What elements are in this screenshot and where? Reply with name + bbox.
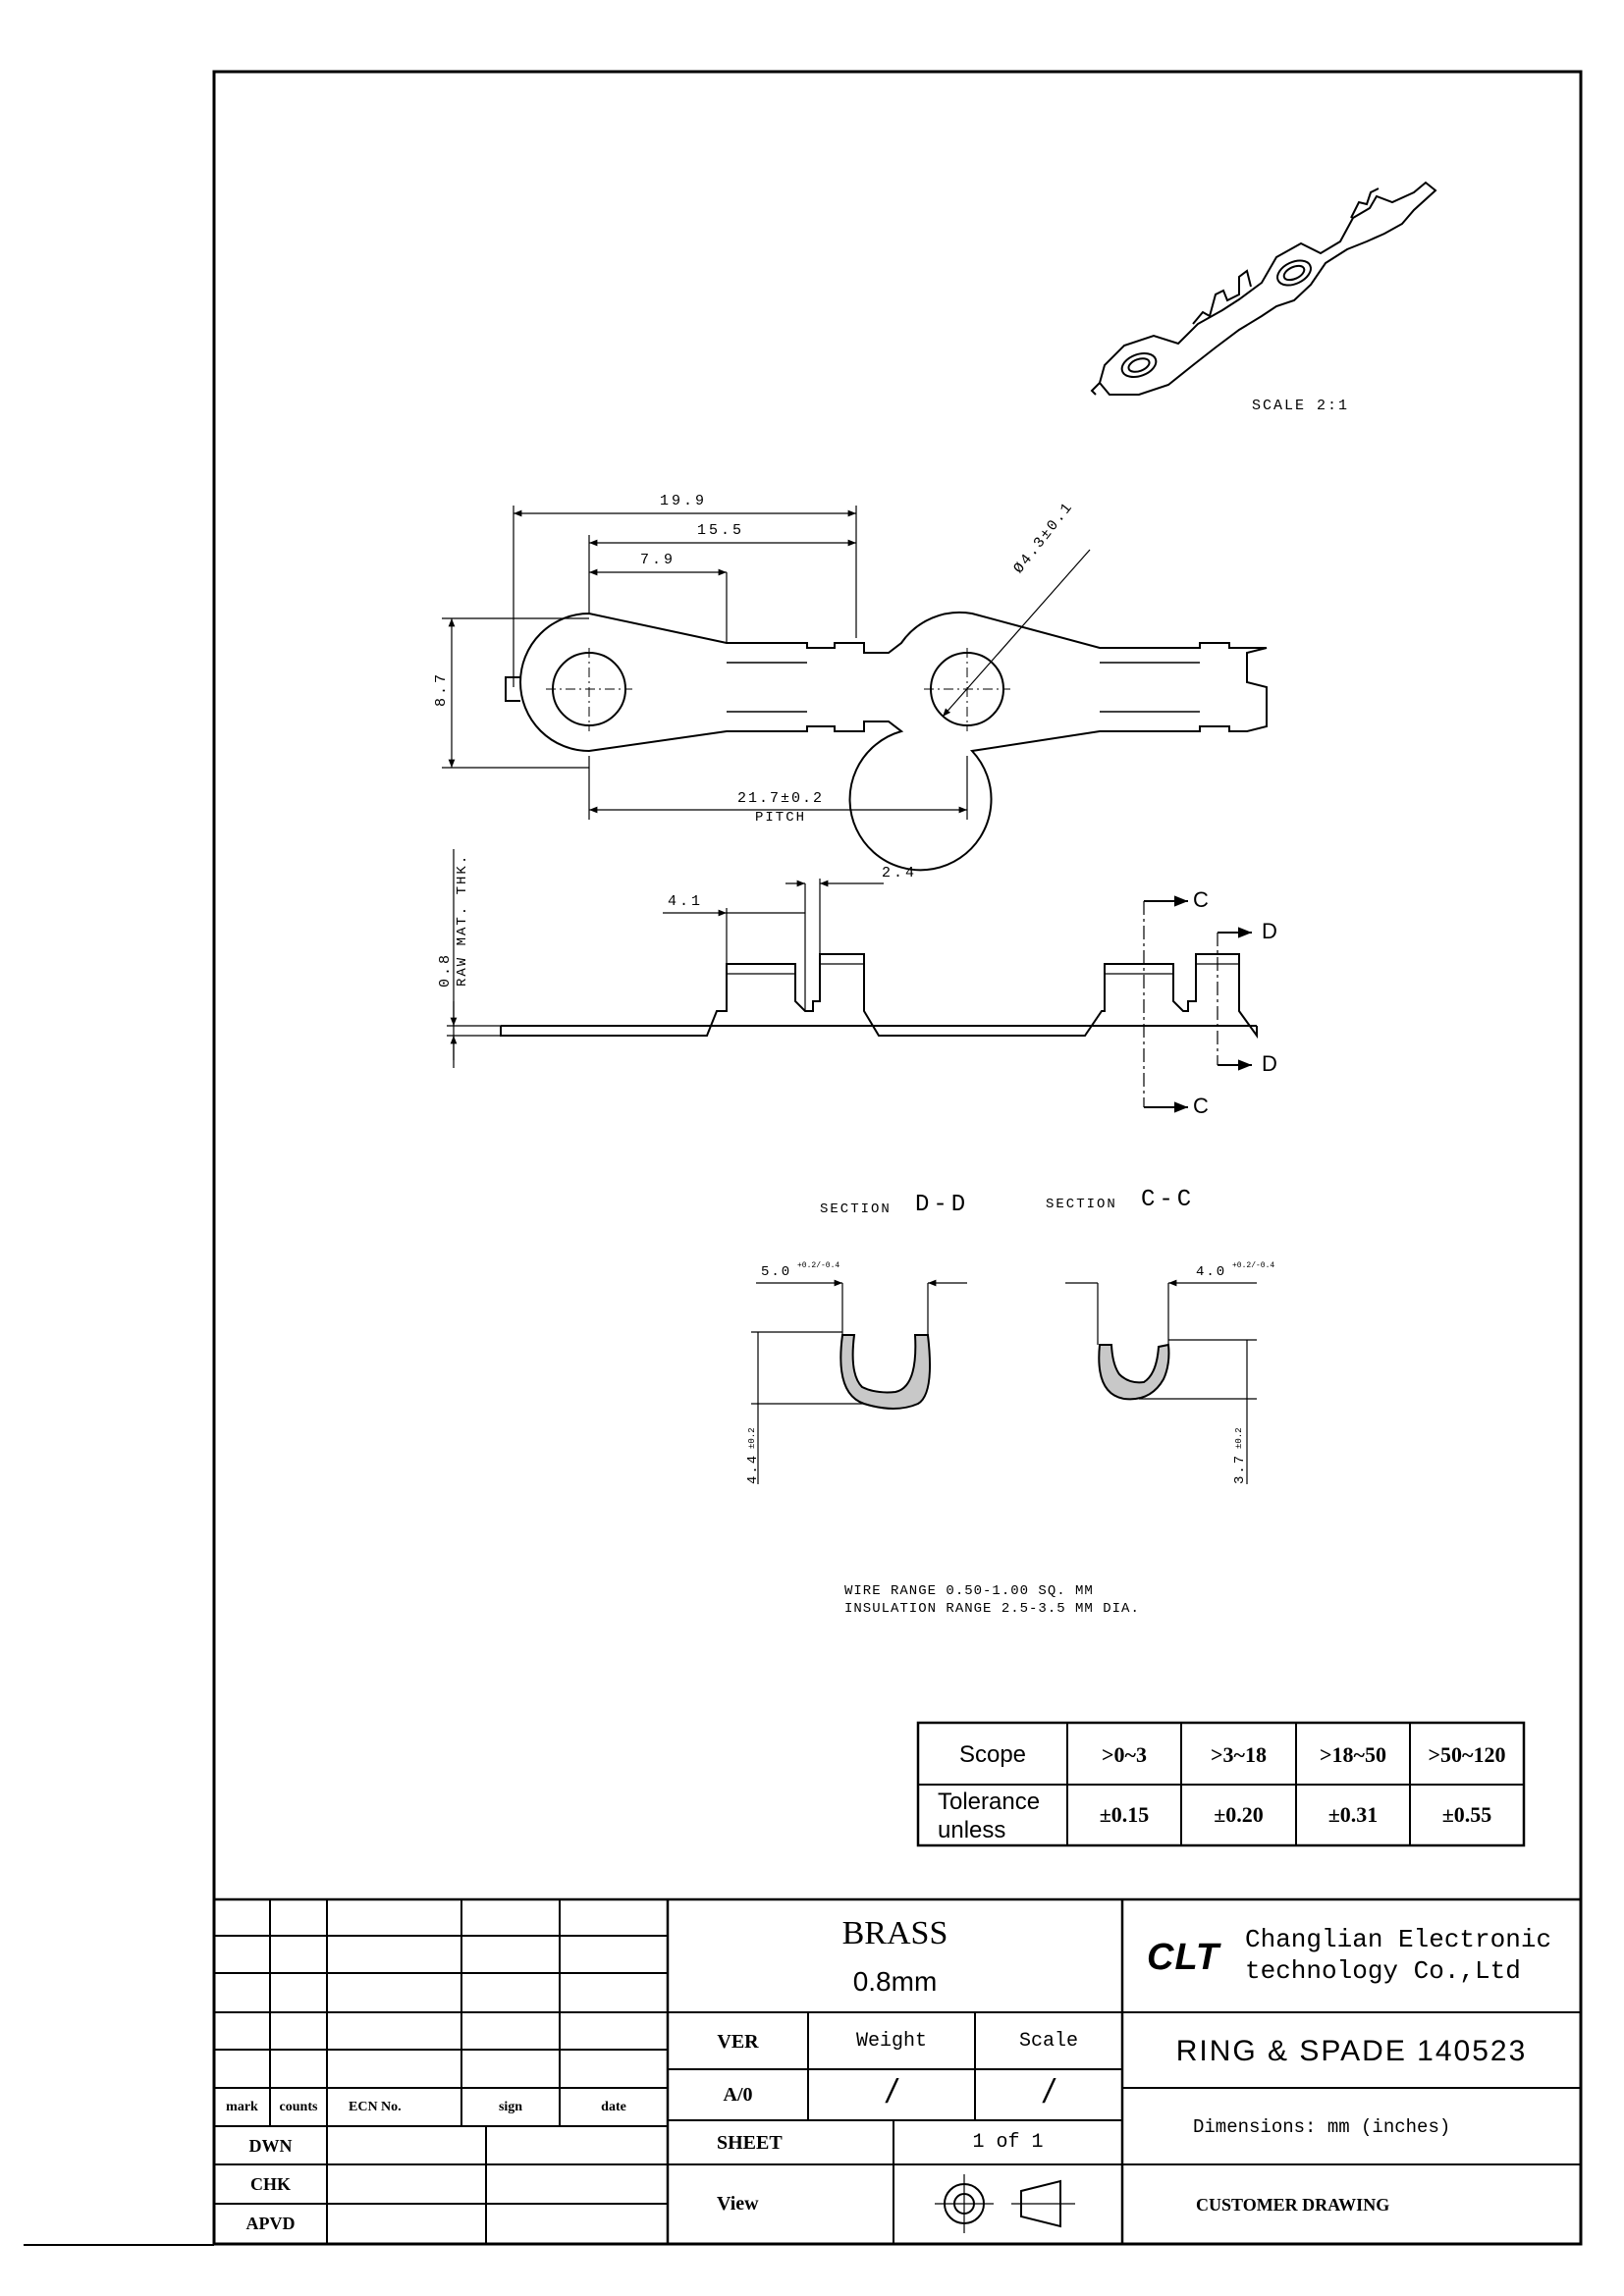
dim-pitch-value: 21.7±0.2 — [736, 790, 824, 807]
tolerance-range-3: >18~50 — [1320, 1742, 1386, 1767]
title-block-grid — [214, 1897, 1581, 2244]
tolerance-scope-label: Scope — [958, 1741, 1027, 1768]
ver-label: VER — [717, 2031, 759, 2053]
chk-label: CHK — [249, 2174, 291, 2194]
cut-c-top: C — [1193, 887, 1209, 912]
dim-19-9: 19.9 — [660, 493, 708, 509]
tolerance-value-3: ±0.31 — [1327, 1802, 1379, 1827]
cut-c-bottom: C — [1193, 1094, 1209, 1118]
scale-label: Scale — [1018, 2030, 1078, 2053]
section-dd-word: SECTION — [820, 1201, 892, 1217]
isometric-view — [1090, 181, 1437, 396]
cc-width-tolerance: +0.2/-0.4 — [1232, 1261, 1275, 1270]
rev-header-sign: sign — [498, 2100, 523, 2114]
tolerance-table-grid — [916, 1721, 1526, 1847]
top-view-dimensions — [442, 506, 1091, 820]
dd-height-value: 4.4 — [745, 1453, 761, 1484]
cut-d-bottom: D — [1262, 1051, 1277, 1076]
section-cc-id: C-C — [1141, 1187, 1196, 1213]
cc-height-value: 3.7 — [1232, 1453, 1248, 1484]
rev-header-date: date — [601, 2100, 626, 2114]
weight-label: Weight — [855, 2030, 927, 2053]
cc-height-tolerance: ±0.2 — [1234, 1427, 1244, 1449]
tolerance-value-1: ±0.15 — [1099, 1802, 1150, 1827]
tolerance-value-2: ±0.20 — [1214, 1802, 1264, 1827]
apvd-label: APVD — [245, 2214, 296, 2233]
weight-value: / — [887, 2073, 896, 2110]
insulation-range-note: INSULATION RANGE 2.5-3.5 MM DIA. — [844, 1601, 1140, 1617]
ver-value: A/0 — [723, 2084, 753, 2106]
sheet-label: SHEET — [717, 2132, 783, 2154]
company-logo: CLT — [1147, 1937, 1220, 1978]
tolerance-range-1: >0~3 — [1102, 1742, 1147, 1767]
wire-range-note: WIRE RANGE 0.50-1.00 SQ. MM — [844, 1583, 1094, 1599]
side-view-dimensions — [447, 849, 1252, 1113]
dwn-label: DWN — [248, 2136, 293, 2156]
dim-8-7: 8.7 — [433, 670, 450, 707]
tolerance-label-line1: Tolerance — [938, 1789, 1041, 1815]
section-dd — [751, 1279, 967, 1484]
scale-value: / — [1044, 2073, 1054, 2110]
customer-drawing: CUSTOMER DRAWING — [1196, 2195, 1390, 2215]
dim-15-5: 15.5 — [697, 522, 745, 539]
sheet-value: 1 of 1 — [972, 2131, 1044, 2154]
dim-thickness-value: 0.8 — [437, 951, 454, 988]
section-cc-word: SECTION — [1046, 1197, 1117, 1212]
cc-width-value: 4.0 — [1196, 1264, 1227, 1280]
top-view — [505, 611, 1268, 872]
dim-thickness-label: RAW MAT. THK. — [455, 853, 470, 987]
dimensions-note: Dimensions: mm (inches) — [1193, 2116, 1451, 2138]
cut-d-top: D — [1262, 919, 1277, 943]
dd-height-tolerance: ±0.2 — [747, 1427, 757, 1449]
view-label: View — [717, 2193, 759, 2215]
rev-header-counts: counts — [279, 2100, 318, 2114]
material: BRASS — [841, 1915, 948, 1951]
company-name-line1: Changlian Electronic — [1245, 1925, 1552, 1954]
part-name: RING & SPADE 140523 — [1175, 2035, 1528, 2067]
projection-symbol-icon — [935, 2174, 1075, 2233]
tolerance-value-4: ±0.55 — [1441, 1802, 1492, 1827]
section-cc — [1065, 1279, 1257, 1484]
rev-header-ecn: ECN No. — [349, 2100, 402, 2114]
dd-width-tolerance: +0.2/-0.4 — [797, 1261, 840, 1270]
dim-pitch-label: PITCH — [754, 810, 806, 826]
dim-7-9: 7.9 — [640, 552, 677, 568]
tolerance-label-line2: unless — [938, 1817, 1006, 1843]
dd-width-value: 5.0 — [761, 1264, 792, 1280]
dim-4-1: 4.1 — [668, 893, 704, 910]
company-name-line2: technology Co.,Ltd — [1245, 1956, 1521, 1986]
rev-header-mark: mark — [226, 2100, 258, 2114]
section-dd-id: D-D — [915, 1192, 970, 1218]
dim-2-4: 2.4 — [882, 865, 918, 881]
scale-note: SCALE 2:1 — [1252, 398, 1350, 414]
thickness: 0.8mm — [852, 1966, 938, 1997]
tolerance-range-4: >50~120 — [1428, 1742, 1506, 1767]
tolerance-range-2: >3~18 — [1211, 1742, 1267, 1767]
sheet-frame — [24, 70, 1583, 2246]
